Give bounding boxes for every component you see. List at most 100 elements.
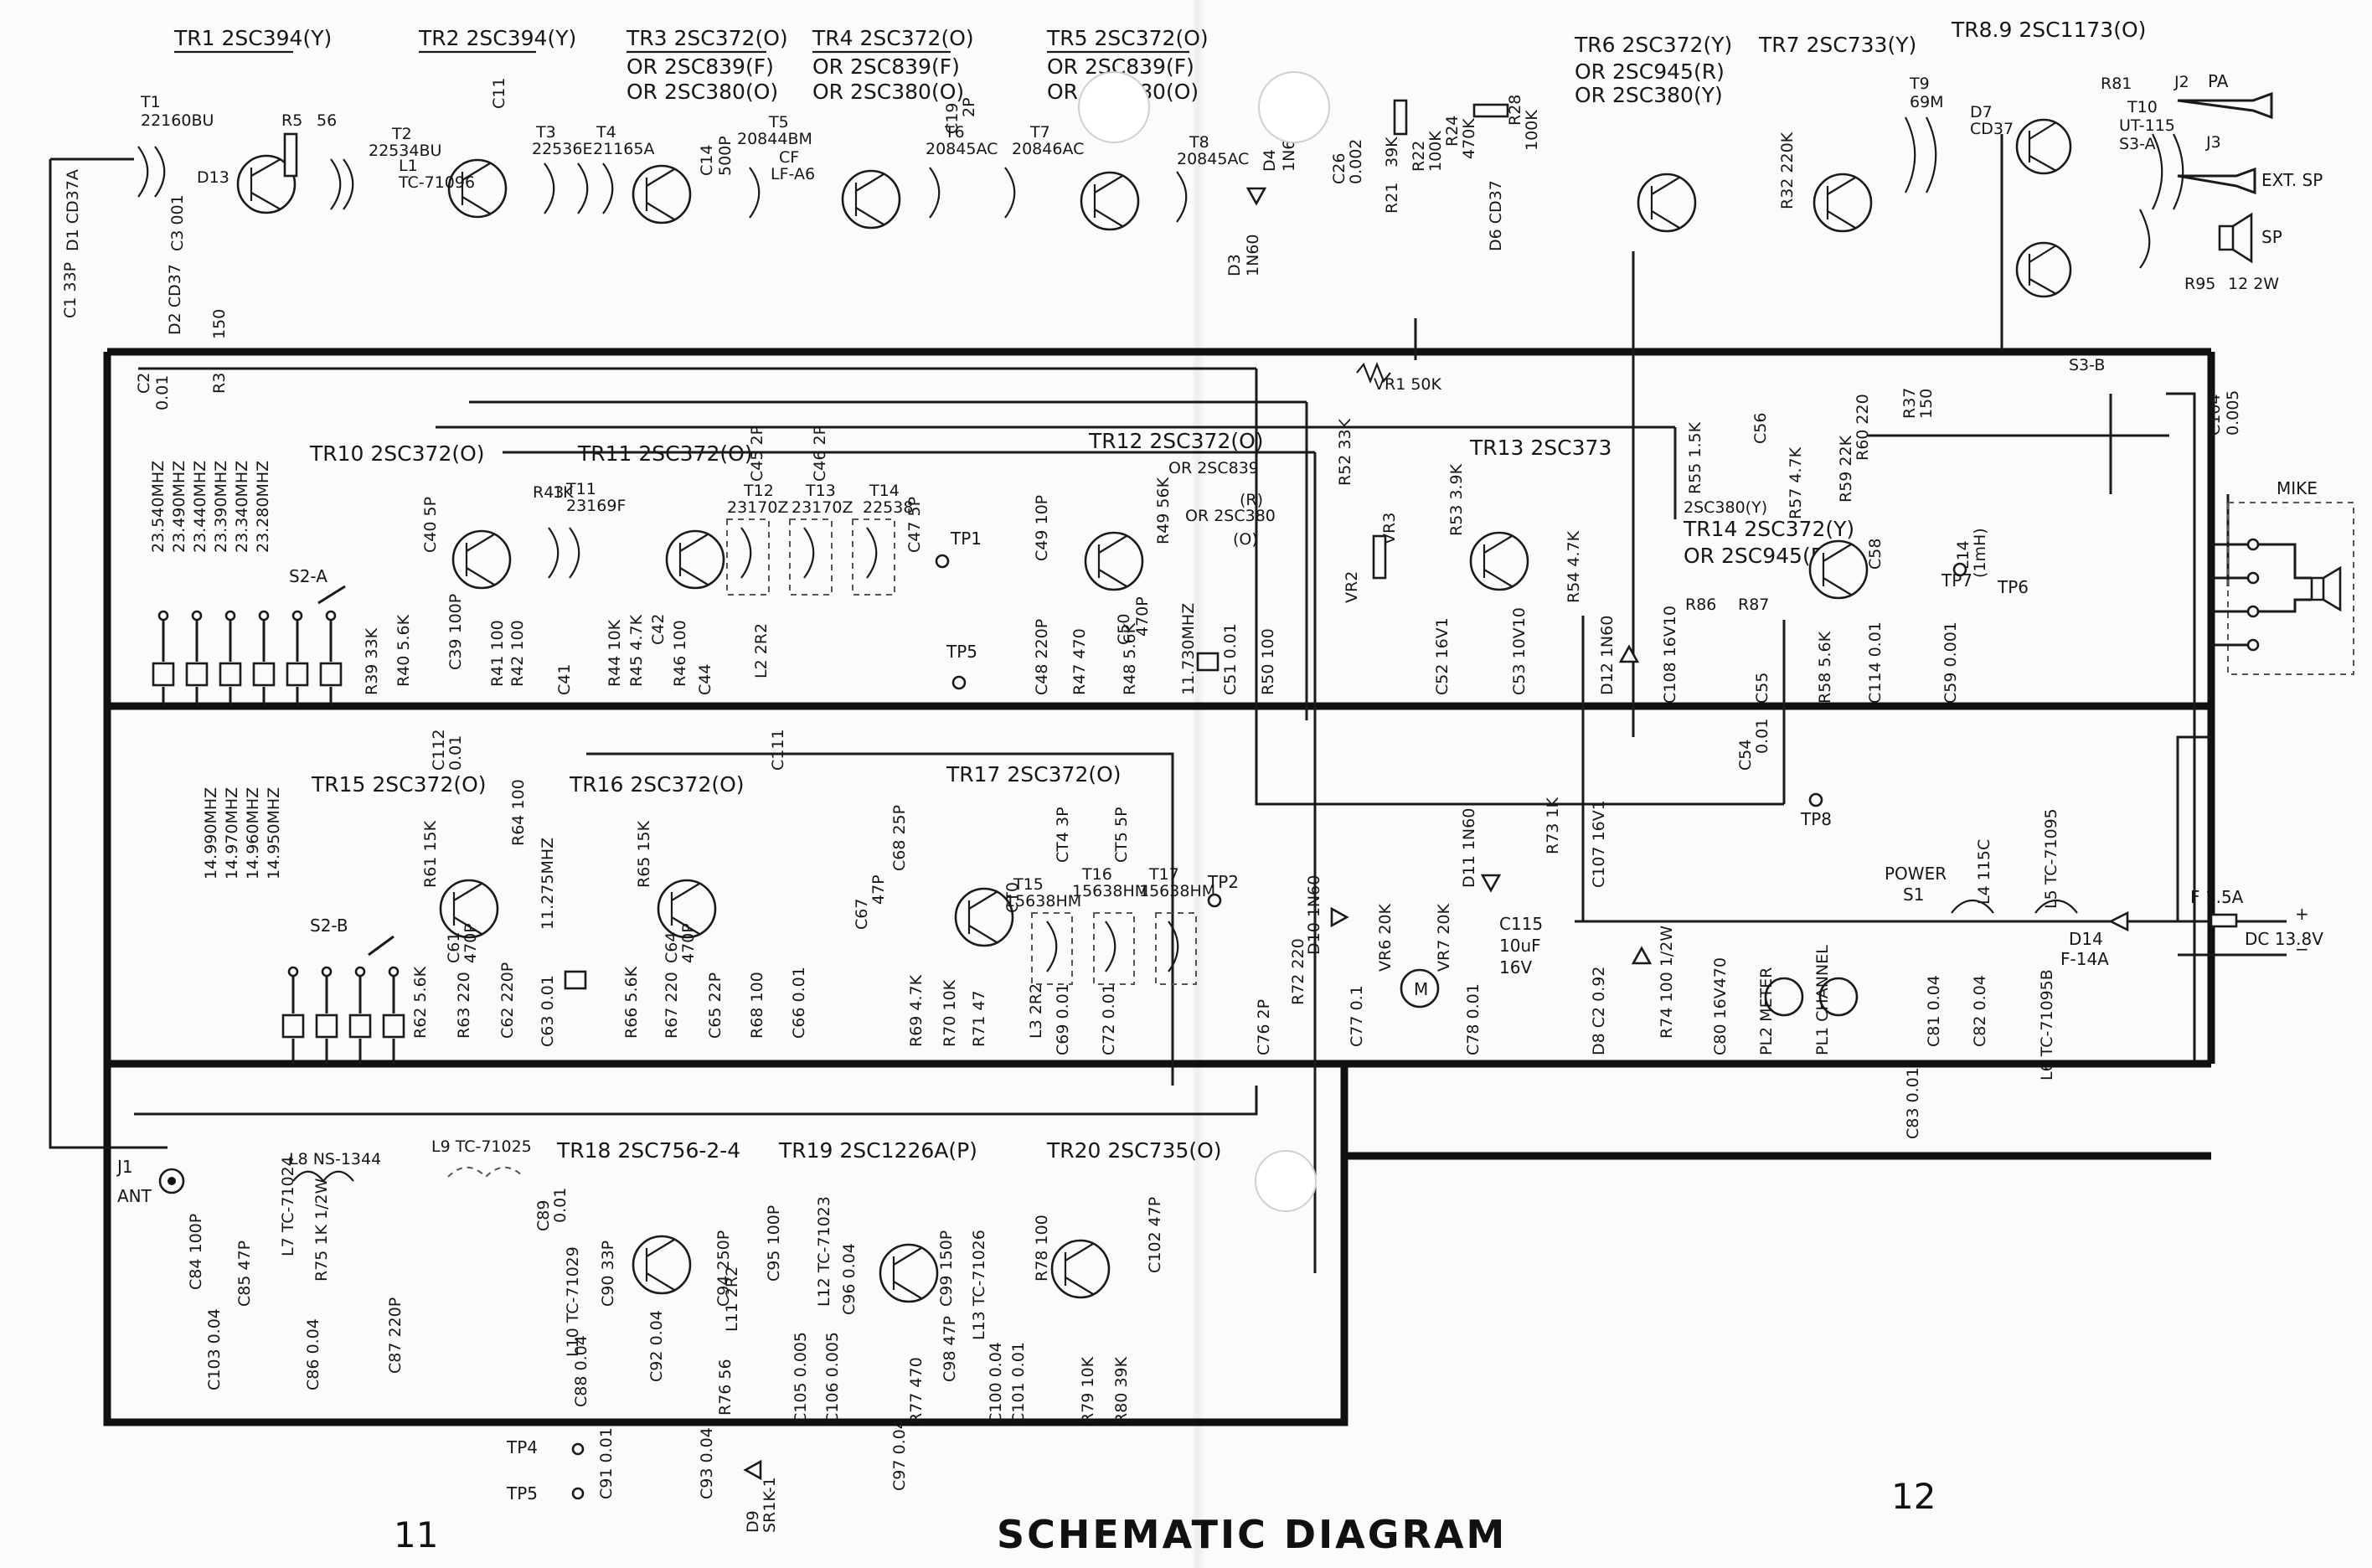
tr3-transistor [632, 164, 692, 224]
component-label: 23169F [566, 497, 626, 515]
component-label: 14.950MHZ [265, 787, 283, 879]
component-label: L8 NS-1344 [289, 1150, 381, 1168]
component-label: L13 TC-71026 [970, 1230, 988, 1340]
component-label: L7 TC-71024 [279, 1156, 297, 1256]
component-label: VR7 20K [1435, 903, 1453, 972]
component-label: S3-A [2119, 135, 2156, 153]
component-label: LF-A6 [771, 165, 815, 183]
component-label: L4 115C [1975, 839, 1993, 905]
component-label: C108 16V10 [1661, 606, 1679, 704]
component-label: CT0 [1003, 882, 1022, 913]
component-label: C39 100P [446, 594, 465, 670]
component-label: 1N60 [1244, 235, 1262, 276]
tr16-label: TR16 2SC372(O) [569, 772, 745, 797]
component-label: R58 5.6K [1816, 631, 1834, 704]
component-label: 22538 [863, 498, 913, 517]
tr4-alt2: OR 2SC380(O) [812, 80, 964, 104]
tr14-transistor [1808, 539, 1869, 600]
component-label: R63 220 [455, 972, 473, 1039]
component-label: R77 470 [907, 1357, 926, 1424]
component-label: L3 2R2 [1027, 983, 1045, 1039]
component-label: 23.340MHZ [233, 461, 251, 553]
tr12-alt3: OR 2SC380 [1185, 507, 1276, 525]
component-label: R43 [533, 483, 564, 502]
s2b-label: S2-B [310, 916, 348, 936]
component-label: C1 33P [61, 262, 80, 318]
component-label: C112 [430, 729, 448, 771]
transmit-section: 14.990MHZ 14.970MHZ 14.960MHZ 14.950MHZ … [202, 779, 2323, 1139]
component-label: 22160BU [141, 111, 214, 130]
component-label: R60 220 [1854, 394, 1872, 461]
component-label: 15638HM [1072, 882, 1148, 900]
tr2-label: TR2 2SC394(Y) [418, 26, 576, 50]
component-label: TC-71096 [398, 173, 475, 192]
component-label: 0.01 [153, 375, 172, 410]
component-label: C81 0.04 [1925, 975, 1943, 1047]
crystal-bank-lower [281, 935, 405, 1064]
tr11-transistor [665, 529, 725, 590]
diagram-title: SCHEMATIC DIAGRAM [997, 1512, 1508, 1557]
component-label: T17 [1148, 865, 1179, 884]
component-label: SR1K-1 [761, 1477, 779, 1533]
component-label: VR1 50K [1374, 375, 1442, 394]
component-label: C63 0.01 [539, 975, 557, 1047]
component-label: 0.002 [1347, 139, 1365, 184]
component-label: TP5 [506, 1483, 538, 1504]
component-label: C90 33P [599, 1240, 617, 1307]
component-label: C104 [2205, 394, 2224, 436]
component-label: TP2 [1207, 872, 1239, 892]
component-label: C64 [663, 932, 681, 963]
component-label: 15638HM [1139, 882, 1215, 900]
component-label: 2P [960, 97, 978, 117]
component-label: T2 [391, 125, 412, 143]
component-label: R50 100 [1259, 628, 1277, 695]
component-label: 0.005 [2224, 390, 2242, 436]
tr12-alt2: (R) [1240, 491, 1263, 509]
component-label: − [2295, 939, 2309, 959]
component-label: R69 4.7K [907, 974, 926, 1047]
component-label: R5 [281, 111, 302, 130]
component-label: C87 220P [386, 1297, 405, 1374]
tr5-transistor [1080, 171, 1140, 231]
component-label: R21 [1383, 183, 1401, 214]
component-label: R57 4.7K [1787, 446, 1805, 519]
tr17-label: TR17 2SC372(O) [946, 762, 1122, 787]
receiver-front-end: T1 22160BU D13 D1 CD37A C1 33P D2 CD37 C… [61, 71, 2323, 436]
component-label: C83 0.01 [1904, 1067, 1922, 1139]
component-label: C62 220P [498, 962, 517, 1039]
stage-titles: TR1 2SC394(Y) TR2 2SC394(Y) TR3 2SC372(O… [173, 18, 2146, 1163]
component-label: T5 [768, 113, 789, 132]
component-label: ANT [117, 1186, 152, 1206]
component-label: S1 [1903, 885, 1924, 905]
component-label: C98 47P [941, 1316, 959, 1382]
tr10-transistor [451, 529, 512, 590]
component-label: D13 [197, 168, 229, 187]
rf-output-section: J1 ANT L8 NS-1344 L9 TC-71025 C84 100P C… [116, 1137, 1164, 1533]
component-label: 23.490MHZ [170, 461, 188, 553]
component-label: R49 56K [1154, 477, 1173, 544]
component-label: R95 [2184, 275, 2215, 293]
component-label: 470P [679, 923, 698, 963]
tr12-alt1: OR 2SC839 [1168, 459, 1259, 477]
component-label: L2 2R2 [752, 623, 771, 678]
crystal-list-lower: 14.990MHZ 14.970MHZ 14.960MHZ 14.950MHZ [202, 787, 283, 879]
tr19-label: TR19 2SC1226A(P) [778, 1138, 977, 1163]
bus-wires [49, 134, 2261, 1273]
component-label: T6 [944, 123, 965, 142]
component-label: C48 220P [1033, 619, 1051, 695]
component-label: C95 100P [765, 1205, 783, 1282]
component-label: T12 [743, 482, 774, 500]
component-label: L6 TC-71095B [2038, 969, 2056, 1081]
component-label: C47 5P [905, 497, 924, 553]
component-label: 150 [1917, 389, 1936, 419]
component-label: D3 [1225, 254, 1244, 276]
component-label: TP1 [950, 529, 982, 549]
component-label: SP [2261, 227, 2282, 247]
component-label: 39K [1383, 137, 1401, 168]
component-label: R47 470 [1070, 628, 1089, 695]
component-label: 20845AC [1177, 150, 1249, 168]
component-label: 69M [1910, 93, 1944, 111]
component-label: C99 150P [937, 1230, 956, 1307]
component-label: C94 250P [714, 1230, 733, 1307]
component-label: C41 [555, 664, 574, 695]
